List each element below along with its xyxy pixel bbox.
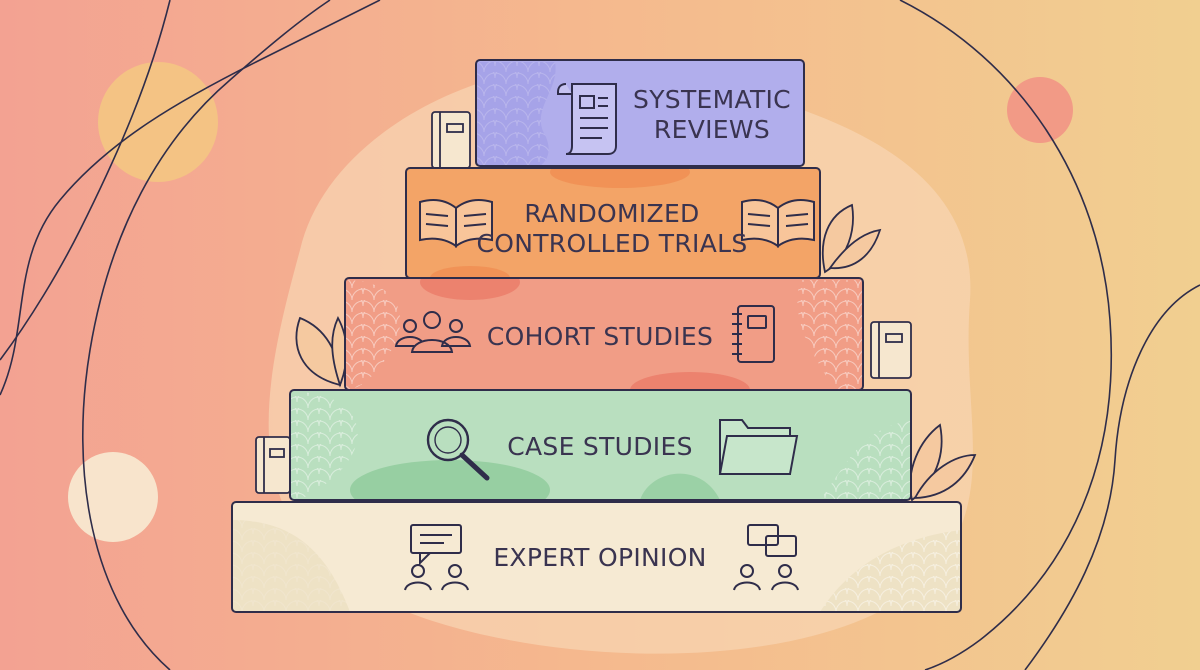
decorative-circle	[98, 62, 218, 182]
pyramid-level-expert-opinion: EXPERT OPINION	[231, 501, 962, 613]
level-label-line-1: SYSTEMATIC	[633, 85, 791, 114]
pyramid-level-case-studies: CASE STUDIES	[289, 389, 912, 501]
book-ornament	[255, 111, 912, 494]
magnifying-glass-icon	[426, 418, 490, 481]
level-label: EXPERT OPINION	[493, 543, 706, 572]
pyramid-level-randomized-controlled-trials: RANDOMIZED CONTROLLED TRIALS	[405, 167, 821, 279]
leaf-ornament	[295, 203, 977, 502]
scroll-document-icon	[557, 83, 617, 155]
level-label-line-1: RANDOMIZED	[524, 199, 699, 228]
speech-bubble-people-icon	[404, 524, 469, 591]
pyramid-level-systematic-reviews: SYSTEMATIC REVIEWS	[475, 59, 805, 167]
level-label: COHORT STUDIES	[487, 322, 713, 351]
level-label-line-2: CONTROLLED TRIALS	[476, 229, 747, 258]
people-group-icon	[394, 311, 472, 353]
chat-bubbles-people-icon	[733, 524, 799, 591]
spiral-notebook-icon	[732, 305, 775, 363]
pyramid-level-cohort-studies: COHORT STUDIES	[344, 277, 864, 391]
decorative-circle	[1007, 77, 1073, 143]
open-book-icon	[419, 199, 493, 248]
folder-icon	[718, 419, 799, 475]
open-book-icon	[741, 199, 815, 248]
level-label: CASE STUDIES	[507, 432, 693, 461]
level-label-line-2: REVIEWS	[654, 115, 770, 144]
decorative-circle	[68, 452, 158, 542]
